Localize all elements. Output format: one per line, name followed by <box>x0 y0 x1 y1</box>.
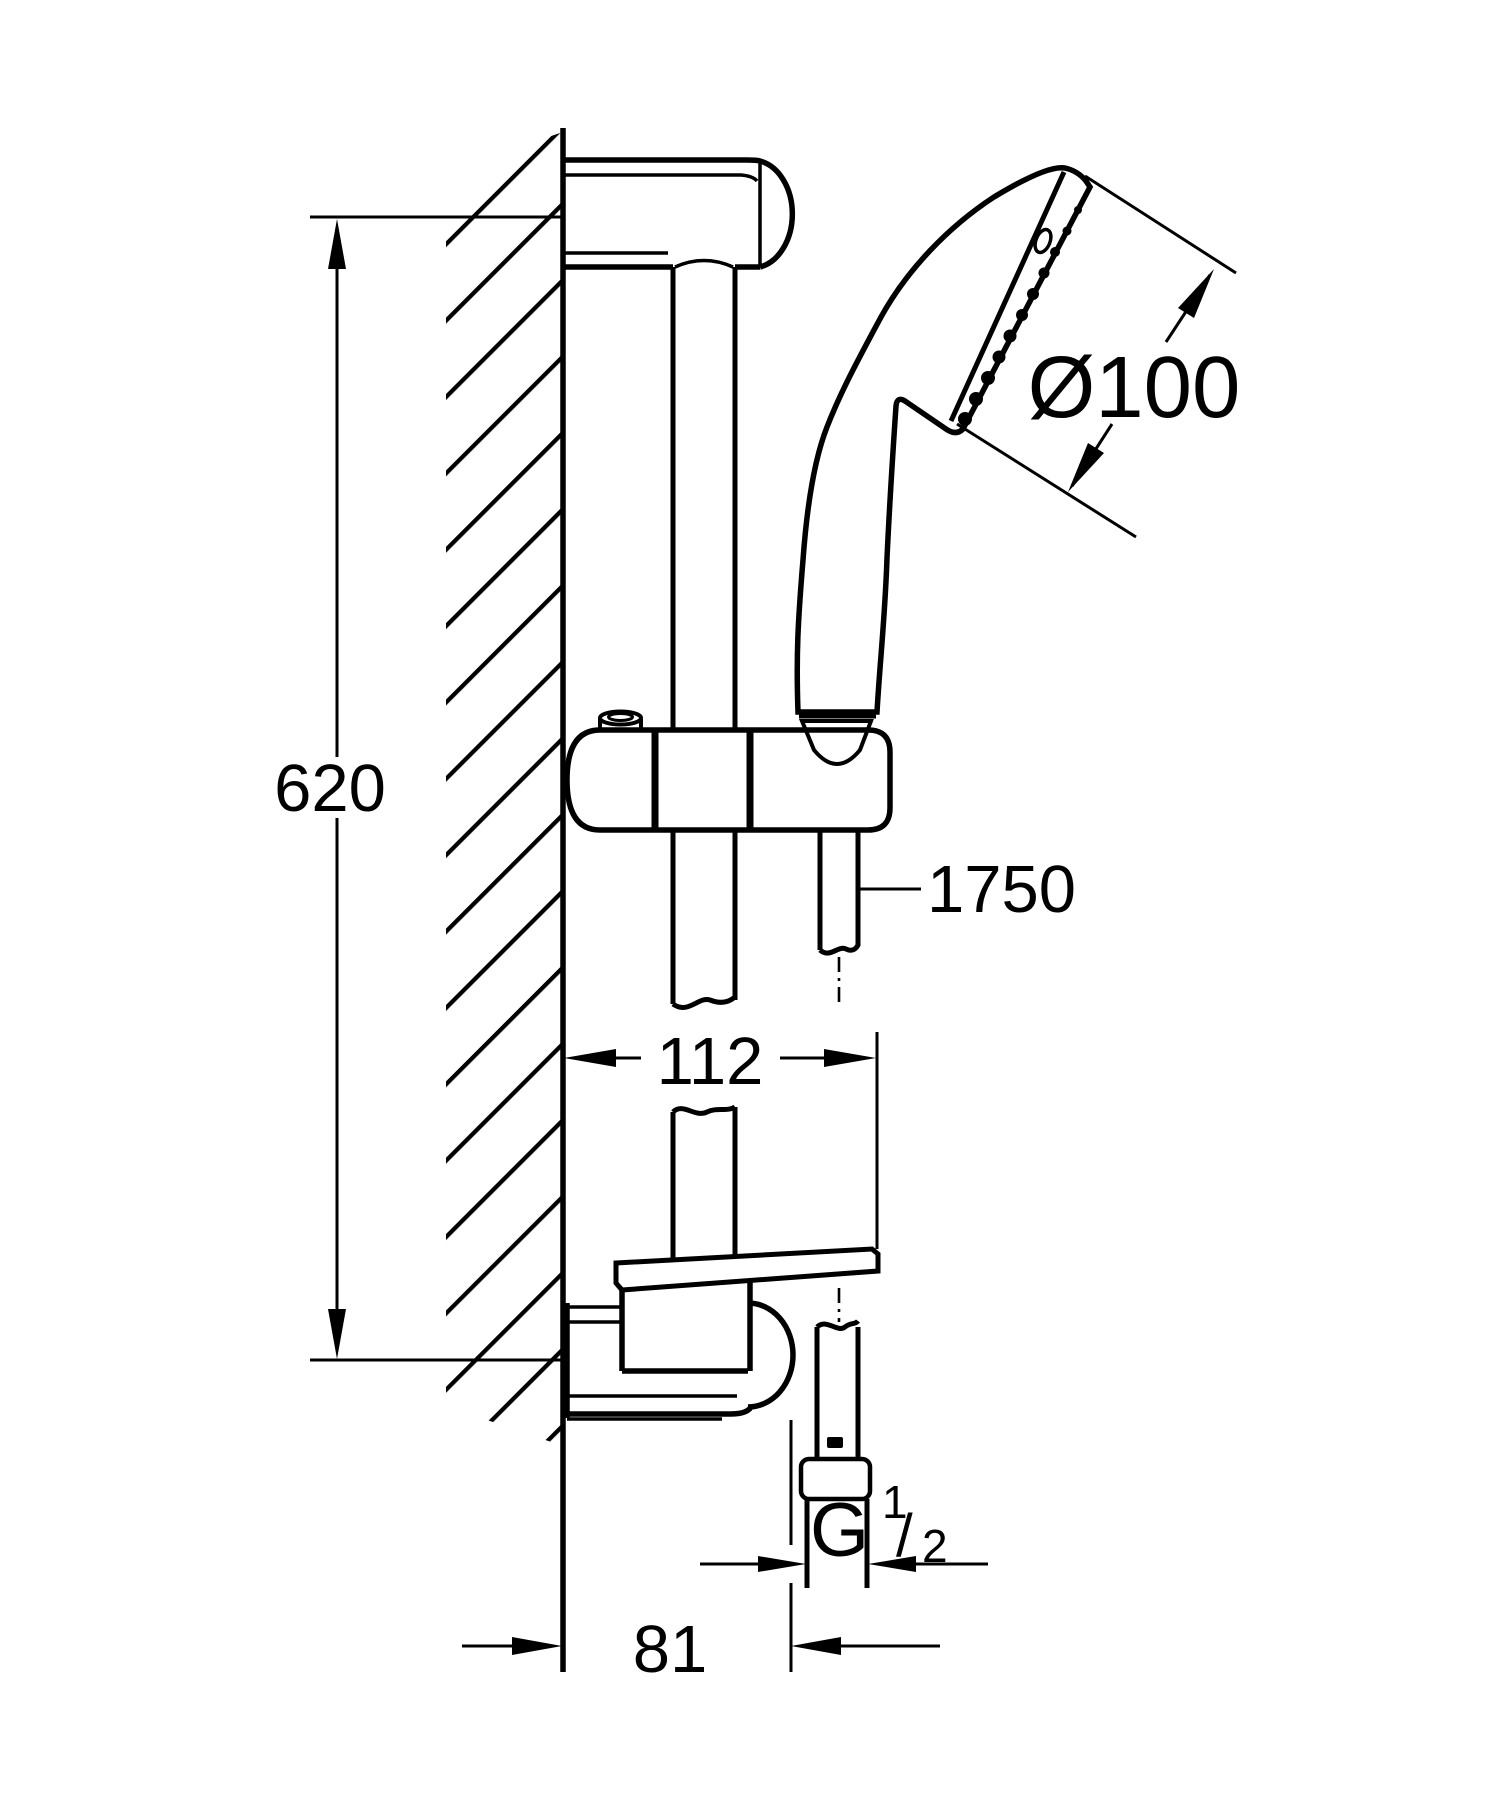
slider-holder <box>564 709 893 833</box>
hose-lower-segment <box>814 1319 861 1459</box>
nozzle-dot <box>1027 288 1039 300</box>
head-logo-oval <box>1033 227 1053 255</box>
hose-connector-nut <box>798 1456 873 1502</box>
clamp-knob-top <box>598 709 643 727</box>
holder-divisions <box>651 730 754 830</box>
rail-tube <box>670 267 738 1262</box>
nozzle-dot <box>1074 206 1082 214</box>
dim-label-81: 81 <box>633 1612 708 1687</box>
dim-label-diameter-100: Ø100 <box>1028 339 1241 436</box>
nozzle-dot <box>969 392 983 406</box>
holder-body <box>564 727 893 833</box>
wall <box>446 128 566 1672</box>
nozzle-dot <box>1016 309 1028 321</box>
dim-620-arrow-down <box>328 1309 346 1359</box>
nozzle-dot <box>992 350 1006 364</box>
dimension-112: 112 <box>564 1024 879 1249</box>
nozzle-dot <box>1003 329 1017 343</box>
nozzle-dot <box>1050 247 1060 257</box>
spray-nozzles <box>958 206 1082 426</box>
clamp-knob-inner <box>607 712 634 722</box>
dim-620-arrow-up <box>328 219 346 269</box>
bottom-bracket-details <box>567 1305 737 1421</box>
hose-nut-top <box>799 719 874 766</box>
top-bracket-details <box>563 163 762 269</box>
soap-tray-outline <box>613 1246 881 1293</box>
soap-tray <box>613 1246 881 1293</box>
bottom-bracket <box>564 1281 796 1421</box>
dim-112-arrow-right <box>824 1049 876 1067</box>
bottom-bracket-outline <box>564 1281 796 1418</box>
dim-100-arrow-upper <box>1178 269 1214 318</box>
top-bracket-outline <box>563 157 796 270</box>
thread-label-slash: / <box>896 1502 913 1569</box>
dim-g-arrow-left <box>758 1556 806 1572</box>
nozzle-dot <box>1062 226 1072 236</box>
dimension-620: 620 <box>274 215 563 1362</box>
dim-81-arrow-left <box>512 1637 562 1655</box>
dim-label-620: 620 <box>274 751 386 826</box>
dimension-diameter-100: Ø100 <box>956 174 1241 539</box>
thread-label-numerator: 1 <box>882 1476 908 1528</box>
hand-shower <box>794 164 1094 766</box>
dim-label-1750: 1750 <box>927 852 1076 927</box>
wall-hatching <box>446 132 563 1446</box>
hose-fitting-mark <box>827 1437 843 1448</box>
hand-shower-outline <box>794 164 1094 715</box>
dimension-81: 81 <box>462 1420 940 1687</box>
nozzle-dot <box>981 371 995 385</box>
shower-rail <box>670 267 738 1262</box>
dimension-1750: 1750 <box>860 852 1076 927</box>
dim-112-arrow-left <box>564 1049 616 1067</box>
dim-g-arrow-right <box>868 1556 916 1572</box>
dim-100-extension-lines <box>956 174 1237 539</box>
nozzle-dot <box>958 412 972 426</box>
connector-thread-pipe <box>804 1499 870 1588</box>
thread-label-G: G <box>810 1488 869 1573</box>
dim-100-arrow-lower <box>1068 443 1104 492</box>
dimension-g-half: G 1 / 2 <box>700 1476 988 1573</box>
spray-face-line <box>948 170 1067 423</box>
hose-upper-segment <box>817 830 861 956</box>
nozzle-dot <box>1038 267 1050 279</box>
dim-620-extension-lines <box>310 215 563 1362</box>
dim-label-112: 112 <box>657 1024 764 1099</box>
thread-label-denominator: 2 <box>922 1520 948 1572</box>
dim-81-arrow-right <box>791 1637 841 1655</box>
top-bracket <box>563 157 796 270</box>
shower-hose <box>798 830 873 1588</box>
